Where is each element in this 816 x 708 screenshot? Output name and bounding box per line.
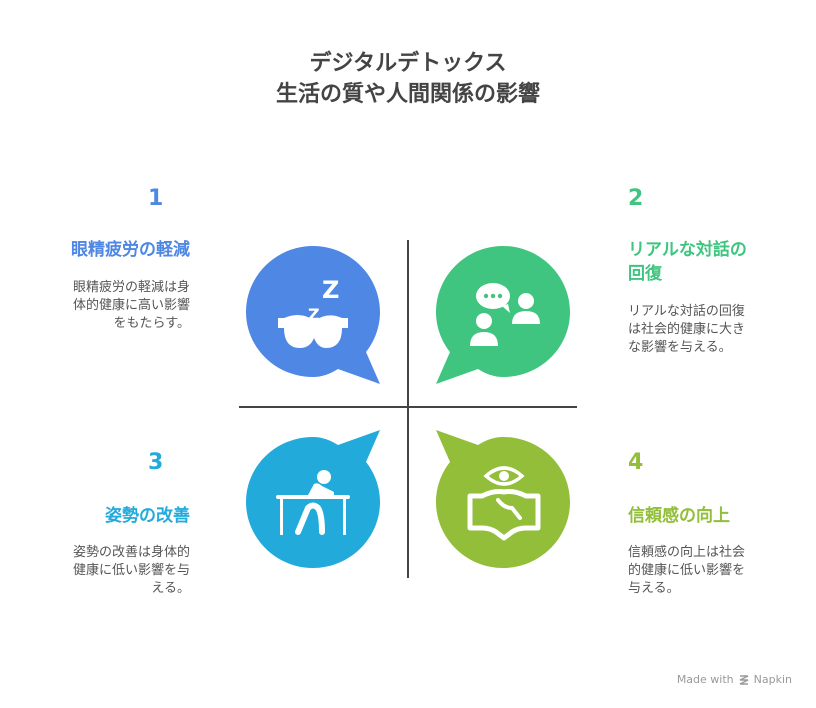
quadrant-3-bubble — [246, 430, 380, 568]
desc-line: える。 — [151, 581, 190, 596]
desc-line: 体的健康に高い影響 — [72, 298, 190, 313]
svg-text:Z: Z — [308, 305, 320, 324]
heading-line: 回復 — [628, 264, 662, 284]
title-line-2: 生活の質や人間関係の影響 — [275, 82, 540, 107]
quadrant-2-description: リアルな対話の回復 は社会的健康に大き な影響を与える。 — [628, 303, 798, 357]
quadrant-1-description: 眼精疲労の軽減は身 体的健康に高い影響 をもたらす。 — [30, 279, 190, 333]
desc-line: 信頼感の向上は社会 — [628, 545, 746, 560]
desc-line: 与える。 — [628, 581, 680, 596]
handshake-eye-icon — [467, 466, 541, 541]
desc-line: 健康に低い影響を与 — [72, 563, 190, 578]
quadrant-3-heading: 姿勢の改善 — [105, 506, 190, 526]
quadrant-2-bubble — [436, 246, 570, 384]
napkin-logo-icon — [739, 674, 748, 685]
heading-line: リアルな対話の — [628, 240, 747, 260]
footer-attribution: Made with Napkin — [677, 673, 792, 686]
desc-line: 眼精疲労の軽減は身 — [72, 280, 190, 295]
quadrant-4-bubble — [436, 430, 570, 568]
quadrant-2-heading: リアルな対話の 回復 — [628, 238, 798, 286]
quadrant-1-number: 1 — [148, 186, 164, 211]
quadrant-3-description: 姿勢の改善は身体的 健康に低い影響を与 える。 — [30, 544, 190, 598]
diagram-title: デジタルデトックス 生活の質や人間関係の影響 — [0, 48, 816, 110]
title-line-1: デジタルデトックス — [309, 51, 507, 76]
desc-line: をもたらす。 — [113, 316, 190, 331]
desc-line: 姿勢の改善は身体的 — [72, 545, 190, 560]
vertical-axis-divider — [407, 240, 409, 578]
quadrant-3-number: 3 — [148, 450, 164, 475]
desk-posture-icon — [276, 470, 350, 535]
napkin-brand-label: Napkin — [753, 673, 792, 686]
quadrant-4-number: 4 — [628, 450, 644, 475]
desc-line: な影響を与える。 — [628, 340, 732, 355]
quadrant-4-description: 信頼感の向上は社会 的健康に低い影響を 与える。 — [628, 544, 798, 598]
quadrant-2-number: 2 — [628, 186, 644, 211]
svg-text:Z: Z — [322, 276, 339, 304]
desc-line: リアルな対話の回復 — [628, 304, 745, 319]
quadrant-1-bubble: Z Z — [246, 246, 380, 384]
horizontal-axis-divider — [239, 406, 577, 408]
conversation-icon — [470, 283, 540, 346]
quadrant-1-heading: 眼精疲労の軽減 — [71, 240, 190, 260]
sleep-mask-icon: Z Z — [278, 276, 348, 348]
made-with-label: Made with — [676, 673, 734, 686]
desc-line: 的健康に低い影響を — [628, 563, 746, 578]
quadrant-4-heading: 信頼感の向上 — [628, 506, 730, 526]
desc-line: は社会的健康に大き — [628, 322, 746, 337]
